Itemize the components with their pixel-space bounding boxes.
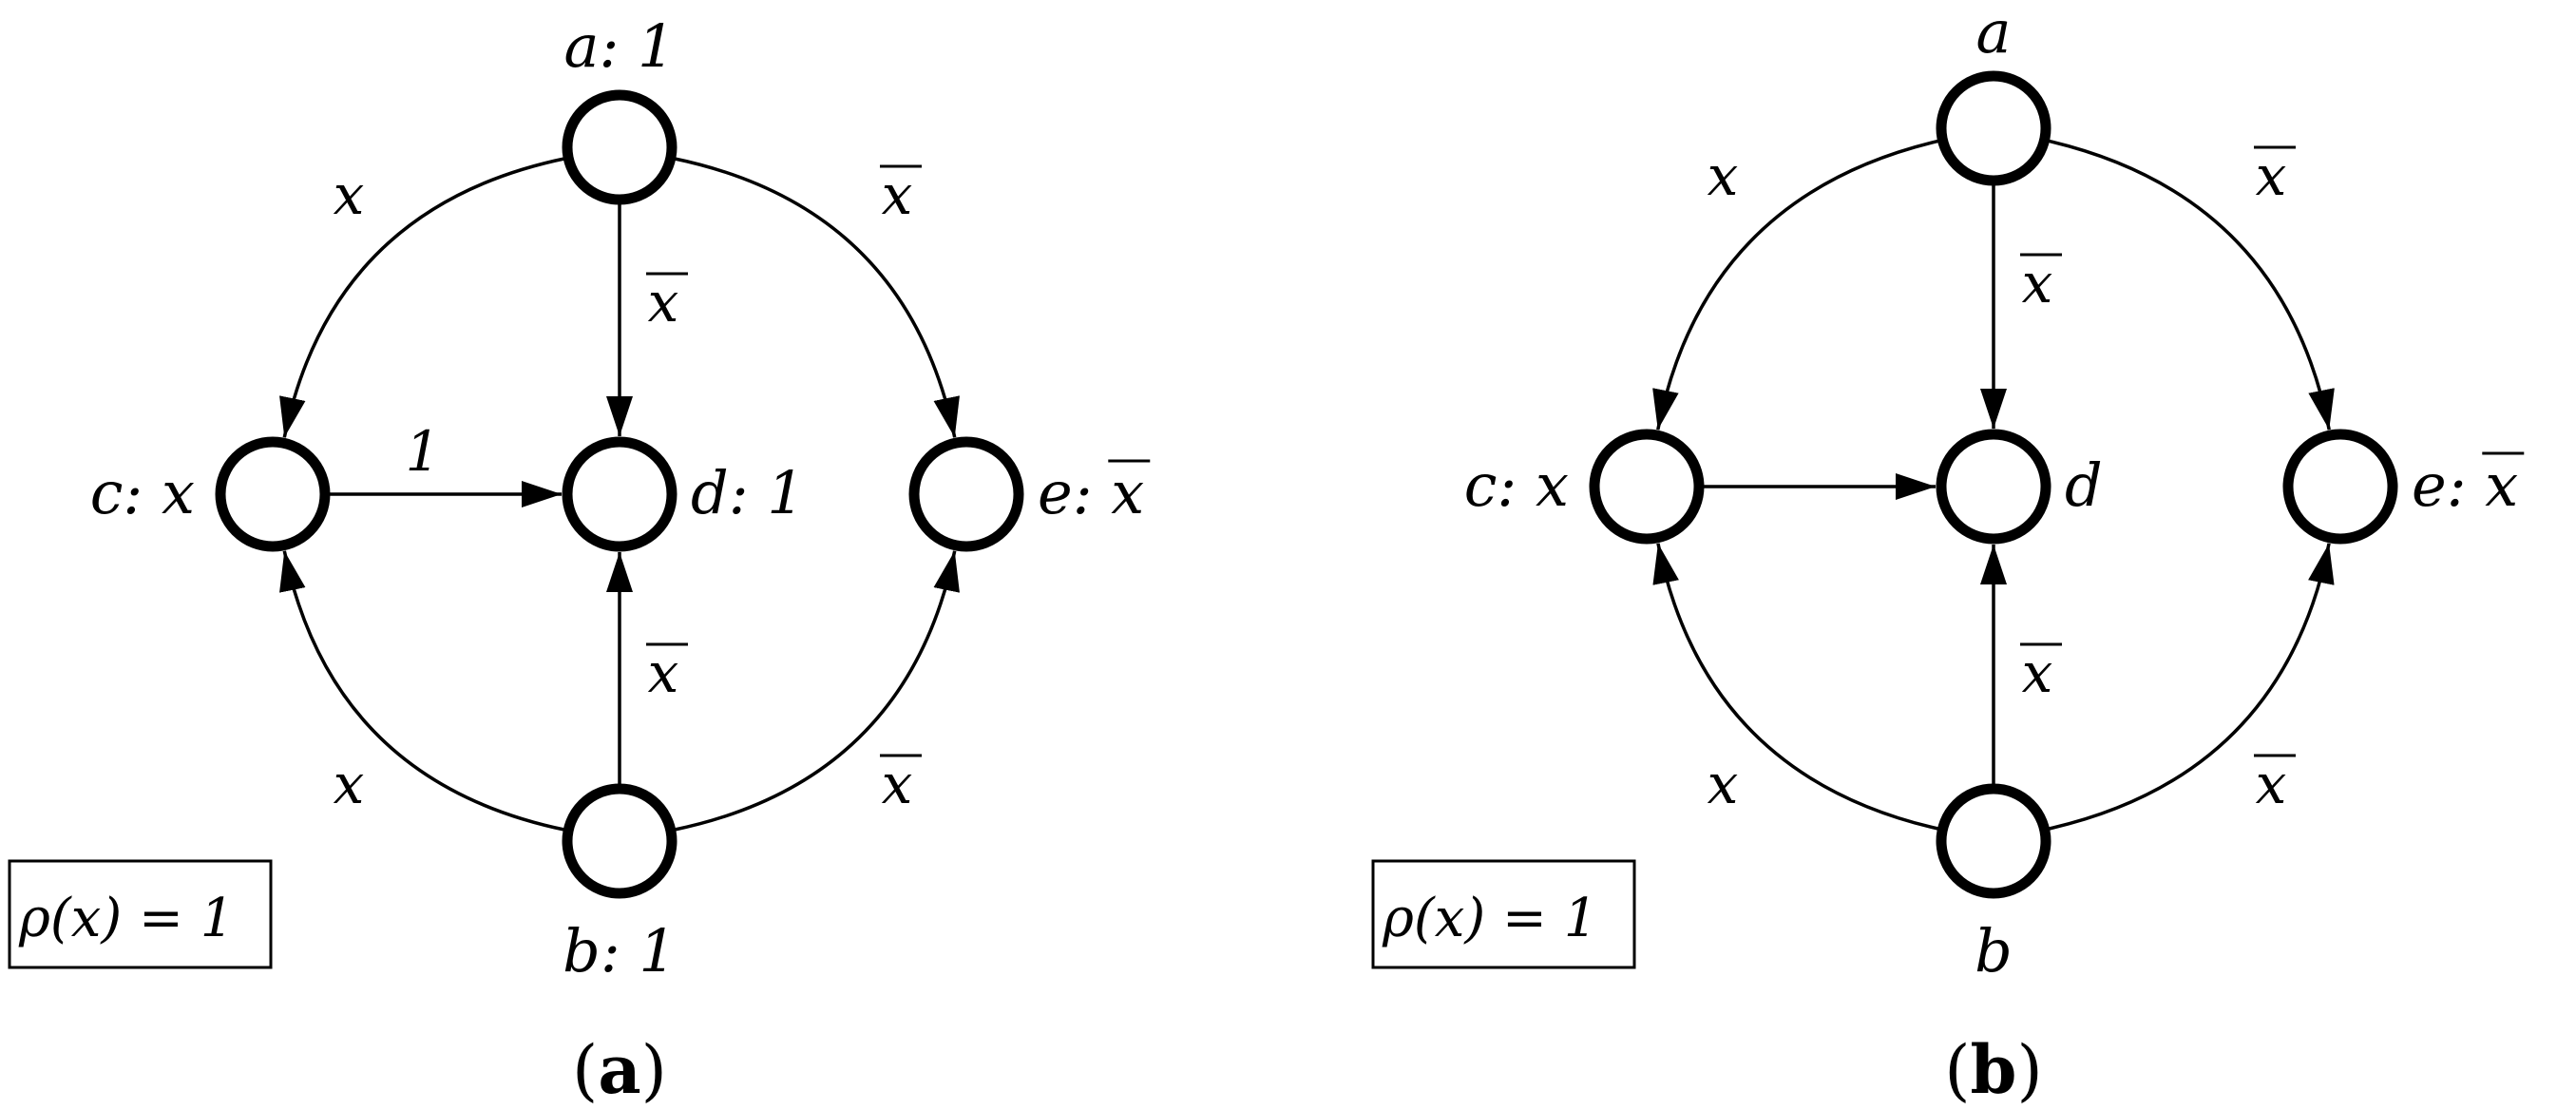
node-c: c: x [90,436,331,552]
edge-a-d: x [606,201,688,436]
caption-close-paren: ) [641,1031,667,1109]
node-circle-d [1936,429,2051,545]
edge-a-c: x [1652,139,1941,431]
node-circle-d [562,436,677,552]
edge-label-b-d: x [2022,641,2053,705]
caption-open-paren: ( [572,1031,598,1109]
edge-label-a-e: x [2256,144,2287,208]
legend-box-a: ρ(x) = 1 [8,859,273,969]
caption-letter: a [598,1030,640,1109]
edge-label-b-c: x [334,752,365,816]
edge-c-d: 1 [327,419,562,507]
node-label-b: b: 1 [563,916,677,986]
node-label-c: c: x [90,458,195,527]
node-label-d: d [2065,450,2103,520]
panel-caption-a: (a) [572,1030,667,1109]
legend-box-b: ρ(x) = 1 [1371,859,1636,969]
node-label-e: e: x [2412,450,2518,520]
legend-frame [1371,859,1636,969]
edge-line-a-e [2046,139,2335,431]
node-label-d: d: 1 [691,458,805,527]
node-label-b: b [1975,916,2013,986]
node-label-c: c: x [1464,450,1569,520]
node-circle-b [1936,783,2051,899]
edge-label-a-e: x [882,163,913,227]
node-b: b [1936,783,2051,986]
edge-a-c: x [279,156,567,438]
edge-label-a-d: x [648,270,679,335]
edge-b-c: x [279,550,567,832]
edge-b-c: x [1652,543,1941,832]
edge-b-e: x [672,550,960,832]
edge-line-b-e [2046,543,2335,832]
node-b: b: 1 [562,783,677,986]
node-circle-a [562,89,677,205]
edge-line-a-e [672,156,960,438]
node-circle-b [562,783,677,899]
node-circle-c [215,436,331,552]
edge-b-e: x [2046,543,2335,832]
legend-text: ρ(x) = 1 [18,888,234,949]
edge-b-d: x [1980,545,2062,787]
caption-letter: b [1971,1030,2017,1109]
node-d: d: 1 [562,436,805,552]
node-a: a [1936,0,2051,186]
edge-label-b-e: x [2256,752,2287,816]
edge-a-d: x [1980,182,2062,429]
edge-line-b-c [1652,543,1941,832]
node-label-a: a [1976,0,2012,67]
node-e: e: x [908,436,1151,552]
panel-caption-b: (b) [1944,1030,2043,1109]
edge-a-e: x [2046,139,2335,431]
edge-label-c-d: 1 [406,419,441,484]
edge-label-a-d: x [2022,251,2053,316]
node-circle-a [1936,70,2051,186]
edge-label-a-c: x [334,163,365,227]
edge-line-a-c [1652,139,1941,431]
panel-b: x x x x x x a b c: x d e: x ρ(x) = 1 (b) [1371,0,2525,1109]
node-circle-e [908,436,1024,552]
legend-frame [8,859,273,969]
edge-line-a-c [279,156,567,438]
legend-text: ρ(x) = 1 [1382,888,1597,949]
caption-open-paren: ( [1944,1031,1970,1109]
edge-a-e: x [672,156,960,438]
node-d: d [1936,429,2103,545]
node-c: c: x [1464,429,1705,545]
edge-line-b-c [279,550,567,832]
edge-label-b-c: x [1708,752,1739,816]
edge-label-a-c: x [1708,144,1739,208]
edge-label-b-d: x [648,641,679,705]
node-a: a: 1 [562,11,677,205]
node-label-e: e: x [1038,458,1144,527]
node-circle-c [1589,429,1705,545]
node-circle-e [2282,429,2398,545]
edge-label-b-e: x [882,752,913,816]
node-e: e: x [2282,429,2525,545]
edge-b-d: x [606,552,688,787]
edge-line-b-e [672,550,960,832]
caption-close-paren: ) [2016,1031,2042,1109]
panel-a: x x x 1 x x x a: 1 b: 1 c: x d: 1 e: x ρ(x) = 1 (a) [8,11,1151,1109]
node-label-a: a: 1 [563,11,675,81]
